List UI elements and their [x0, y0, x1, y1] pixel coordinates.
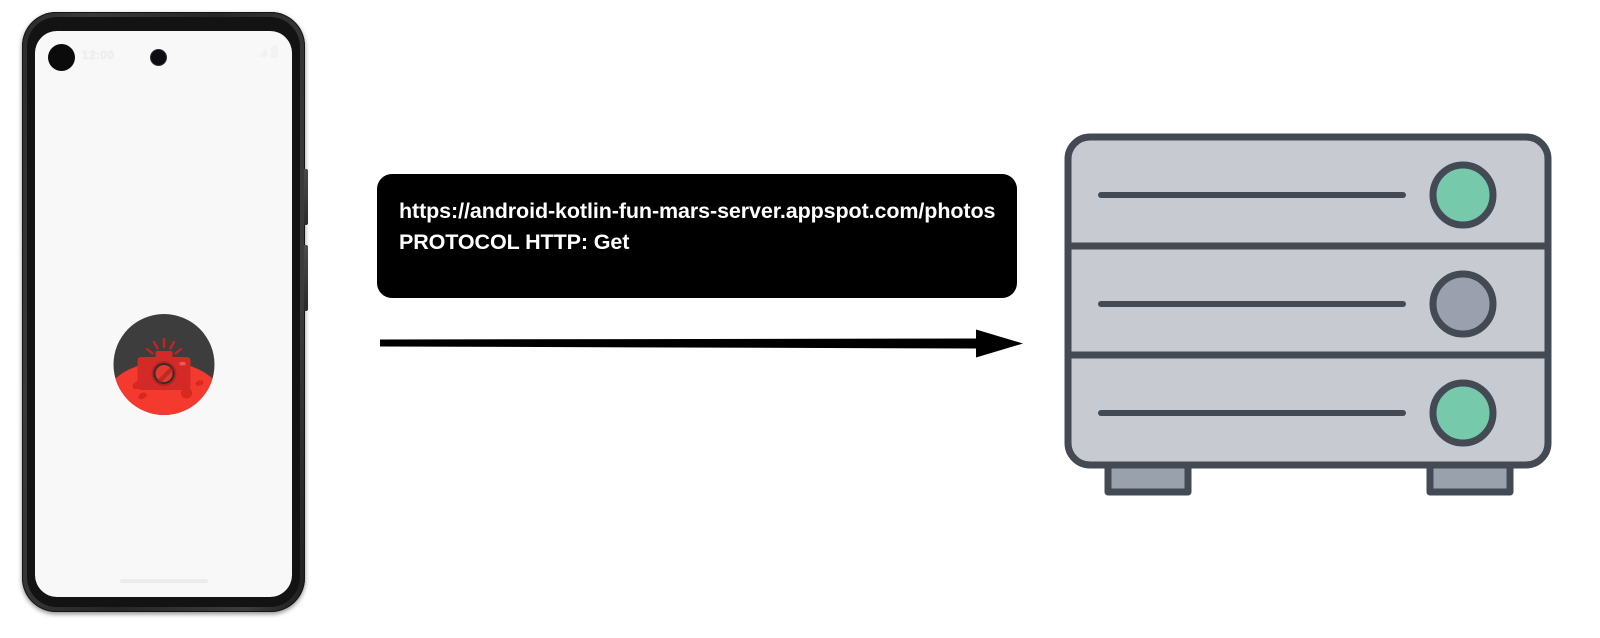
request-url-text: https://android-kotlin-fun-mars-server.a… — [399, 199, 996, 223]
front-camera-punch-hole-icon — [151, 50, 166, 65]
status-bar-time: 12:00 — [82, 48, 115, 62]
signal-icon — [258, 48, 267, 57]
http-request-label: https://android-kotlin-fun-mars-server.a… — [377, 174, 1017, 298]
android-phone: 12:00 — [22, 12, 308, 612]
web-server — [1063, 132, 1553, 497]
power-button[interactable] — [304, 169, 308, 225]
status-bar-icons — [258, 45, 278, 58]
notification-dot-icon — [48, 44, 75, 71]
status-bar: 12:00 — [35, 31, 292, 77]
phone-screen[interactable]: 12:00 — [35, 31, 292, 597]
home-gesture-bar[interactable] — [119, 579, 208, 583]
volume-button[interactable] — [304, 245, 308, 311]
battery-icon — [271, 45, 278, 58]
request-direction-arrow — [375, 318, 1025, 370]
request-protocol-text: PROTOCOL HTTP: Get — [399, 230, 630, 254]
mars-photos-app-icon[interactable] — [113, 314, 214, 415]
